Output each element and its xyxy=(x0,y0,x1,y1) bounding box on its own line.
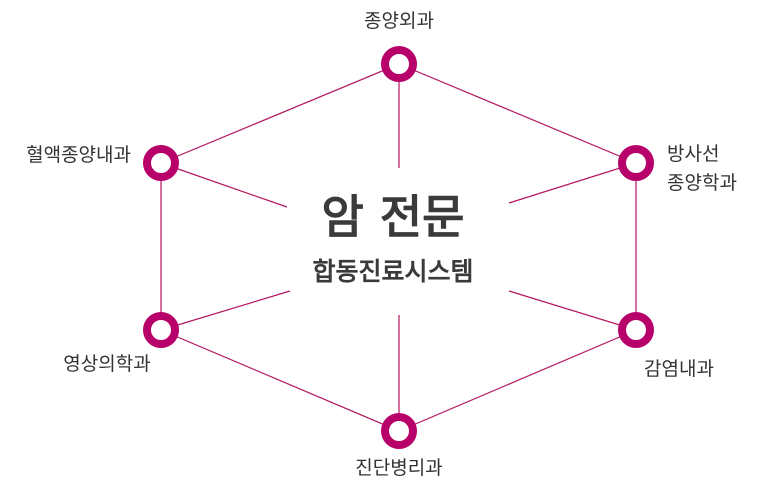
label-upper-right-department-line2: 종양학과 xyxy=(667,172,737,194)
node-upper-right xyxy=(618,145,654,181)
spoke-lower-right xyxy=(508,290,637,331)
hexagon-outline xyxy=(160,63,637,432)
node-lower-left xyxy=(143,312,179,348)
node-top xyxy=(381,46,417,82)
spoke-upper-left xyxy=(160,162,288,208)
label-top-department: 종양외과 xyxy=(364,10,434,32)
edge-upper-left-top xyxy=(160,63,400,164)
node-bottom xyxy=(381,413,417,449)
spokes xyxy=(160,64,637,431)
spoke-lower-left xyxy=(160,290,291,331)
label-upper-right-department-line1: 방사선 xyxy=(667,143,719,165)
label-upper-left-department: 혈액종양내과 xyxy=(26,144,131,166)
edge-bottom-lower-left xyxy=(160,329,400,432)
spoke-upper-right xyxy=(508,162,637,204)
label-bottom-department: 진단병리과 xyxy=(355,457,442,479)
node-lower-right xyxy=(618,312,654,348)
edge-lower-right-bottom xyxy=(398,329,637,432)
node-upper-left xyxy=(143,145,179,181)
label-lower-left-department: 영상의학과 xyxy=(63,353,150,375)
center-subtitle: 합동진료시스템 xyxy=(312,257,473,286)
edge-top-upper-right xyxy=(398,63,637,164)
center-title: 암 전문 xyxy=(322,190,465,244)
label-lower-right-department: 감염내과 xyxy=(644,358,714,380)
nodes xyxy=(143,46,654,449)
